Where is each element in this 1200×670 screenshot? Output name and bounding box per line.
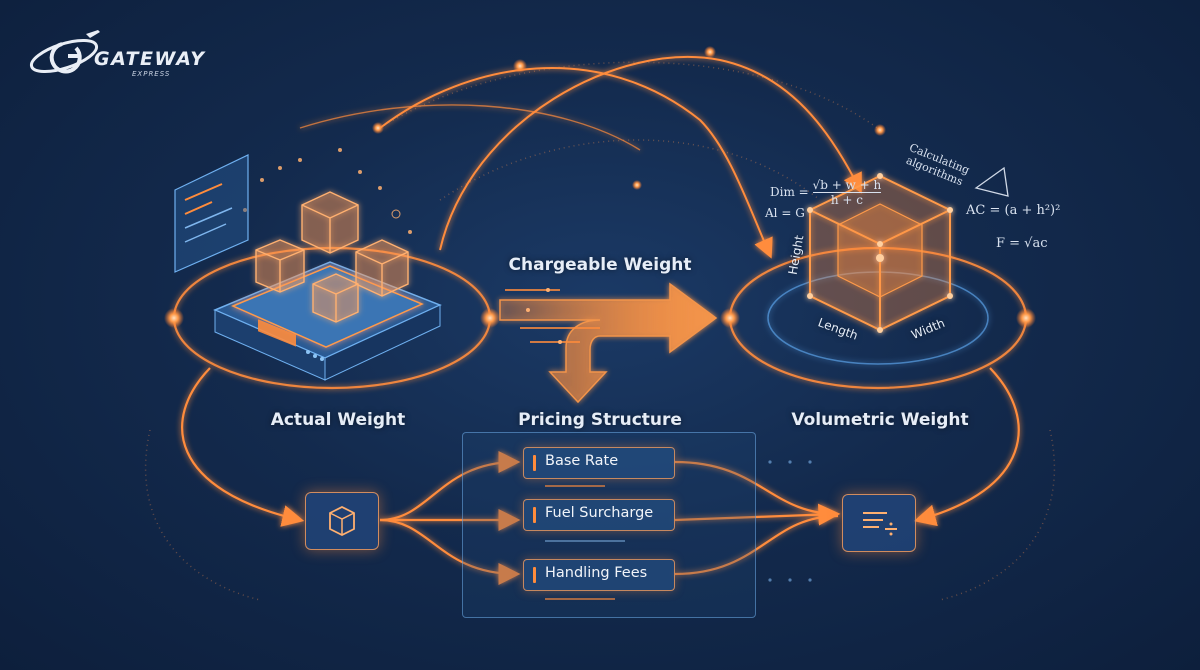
invoice-calculator-icon — [863, 512, 897, 536]
globe-plane-icon — [29, 30, 100, 74]
fee-base-rate: Base Rate — [523, 447, 675, 479]
brand-name: GATEWAY — [94, 48, 206, 70]
formula-dim: Dim = √b + w + h h + c — [770, 178, 882, 207]
invoice-node — [842, 494, 916, 552]
formula-al: Al = G — [765, 206, 805, 220]
fee-label: Base Rate — [545, 453, 619, 469]
wireframe-cube — [807, 173, 953, 333]
label-volumetric-weight: Volumetric Weight — [791, 410, 969, 430]
label-chargeable-weight: Chargeable Weight — [508, 255, 692, 275]
bottom-flows — [181, 367, 1020, 585]
glow-dots — [164, 46, 1036, 328]
triangle-icon — [974, 166, 1009, 197]
chargeable-weight-arrow — [499, 282, 718, 404]
fee-handling-fees: Handling Fees — [523, 559, 675, 591]
scale-with-boxes — [174, 148, 442, 381]
label-actual-weight: Actual Weight — [270, 410, 406, 430]
formula-ac: AC = (a + h²)² — [966, 203, 1061, 218]
label-pricing-structure: Pricing Structure — [518, 410, 682, 430]
dotted-arcs — [144, 61, 1056, 601]
fee-fuel-surcharge: Fuel Surcharge — [523, 499, 675, 531]
package-node — [305, 492, 379, 550]
fee-label: Handling Fees — [545, 565, 648, 581]
fee-label: Fuel Surcharge — [545, 505, 654, 521]
package-icon — [329, 505, 355, 537]
formula-f: F = √ac — [996, 236, 1048, 251]
top-arcs — [299, 55, 862, 259]
brand-tagline: EXPRESS — [132, 70, 171, 78]
dot-grid — [768, 460, 812, 582]
gateway-express-logo: GATEWAY EXPRESS — [28, 26, 208, 78]
